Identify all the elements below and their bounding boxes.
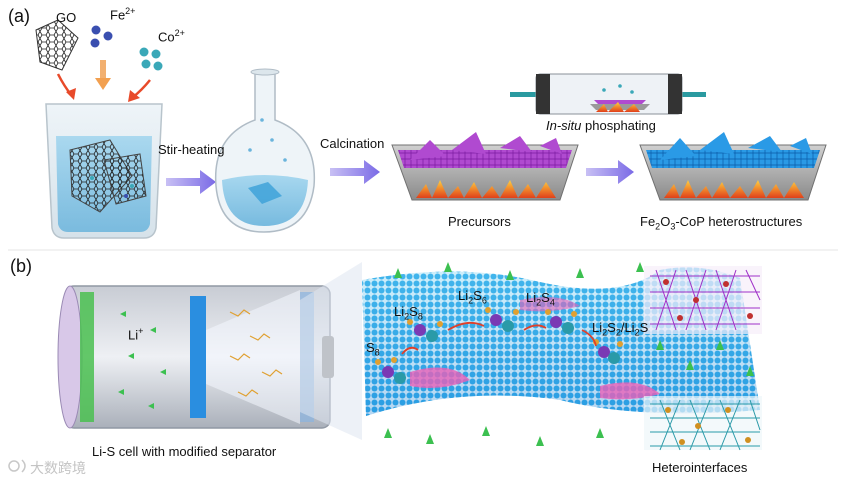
li2s6-b: S [473,288,482,303]
s8-label: S8 [366,340,380,358]
zoom-wedge [300,262,362,440]
co-base: Co [158,29,175,45]
precursors-label: Precursors [448,214,511,229]
polysulfide-clusters [375,307,623,384]
hetero-fe-sub: 2 [655,221,661,232]
li2s6-label: Li2S6 [458,288,487,306]
heterostructures-label: Fe2O3-CoP heterostructures [640,214,802,232]
cell-caption: Li-S cell with modified separator [92,444,277,459]
li2s-c-sub: 2 [634,327,640,338]
panel-a-label: (a) [8,6,30,26]
fe-base: Fe [110,7,126,23]
li2s4-b: S [541,290,550,305]
phosphating-arrow [586,160,634,184]
li2s2-li2s-label: Li2S2/Li2S [592,320,648,338]
li2s4-a-sub: 2 [536,297,542,308]
li-s-cell [57,285,334,429]
li2s4-a: Li [526,290,537,305]
addition-arrows [56,60,151,102]
s8-sub: 8 [374,347,380,358]
fe-charge: 2+ [125,6,136,16]
precursor-boat [391,132,579,201]
panel-b-label: (b) [10,256,32,276]
li2s6-a: Li [458,288,469,303]
li2s6-a-sub: 2 [468,295,474,306]
li2s2-a-sub: 2 [602,327,608,338]
round-flask [214,68,316,233]
go-label: GO [56,10,77,25]
co-label: Co2+ [158,28,185,44]
li-ion-markers [384,262,754,446]
hetero-rest: -CoP heterostructures [675,214,803,229]
crystal-structure-top [644,266,762,334]
fe-label: Fe2+ [110,6,135,22]
li2s6-b-sub: 6 [481,295,487,306]
li2s-c: /Li [620,320,635,335]
hetero-o-sub: 3 [670,221,676,232]
hetero-o: O [660,214,671,229]
li2s8-label: Li2S8 [394,304,423,322]
stir-heating-label: Stir-heating [158,142,225,157]
li2s8-b: S [409,304,418,319]
calcination-label: Calcination [320,136,385,151]
li2s8-a: Li [394,304,405,319]
watermark-logo-icon [8,459,26,473]
co-charge: 2+ [174,28,185,38]
s8-base: S [366,340,375,355]
co-ion-icon [139,47,163,71]
li2s2-a: Li [592,320,603,335]
beaker [45,103,163,239]
li-ion-label: Li+ [128,326,143,342]
heterostructure-boat [639,132,827,201]
phosphating-label: In-situ phosphating [546,118,656,133]
phosphating-italic: In-situ [546,118,582,133]
go-sheet-icon [35,19,79,71]
crystal-structure-bottom [644,396,762,451]
li2s4-label: Li2S4 [526,290,555,308]
calcination-arrow [330,160,380,184]
phosphating-rest: phosphating [581,118,656,133]
li2s8-b-sub: 8 [417,311,423,322]
li2s2-b-sub: 2 [615,327,621,338]
li2s8-a-sub: 2 [404,311,410,322]
hetero-fe: Fe [640,214,656,229]
li-charge: + [138,326,144,336]
tube-furnace [510,73,706,115]
watermark-text: 大数跨境 [30,460,86,476]
li2s2-b: S [607,320,616,335]
li2s4-b-sub: 4 [549,297,555,308]
fe-ion-icon [90,25,113,48]
li-base: Li [128,327,139,343]
li2s-d: S [639,320,649,335]
stir-heating-arrow [166,170,216,194]
heterointerfaces-label: Heterointerfaces [652,460,748,475]
